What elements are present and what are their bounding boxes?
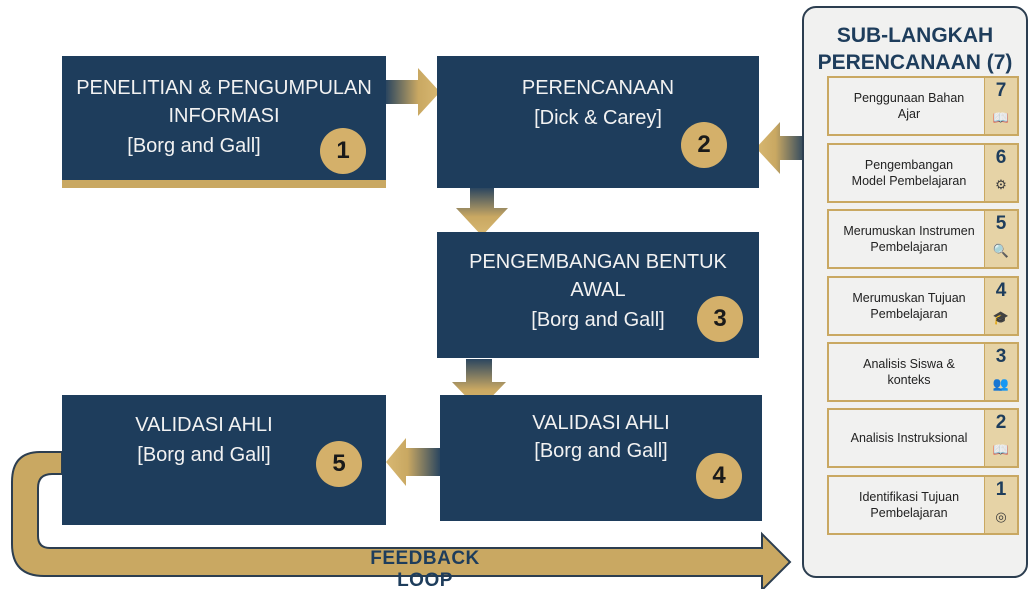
group-icon: 👥: [992, 376, 1010, 391]
box-1-line-1: PENELITIAN & PENGUMPULAN: [76, 77, 372, 99]
book-icon: 📖: [992, 442, 1010, 457]
sub-step-7-number: 7: [995, 80, 1007, 101]
sub-step-6-number: 6: [995, 147, 1007, 168]
step-number-1: 1: [320, 128, 366, 174]
box-5-line-2: [Borg and Gall]: [137, 444, 271, 466]
step-number-4: 4: [696, 453, 742, 499]
feedback-loop-label: FEEDBACK LOOP: [370, 548, 480, 591]
book-icon: 📖: [992, 110, 1010, 125]
arrow-2-to-3: [456, 188, 508, 236]
panel-title-line-1: SUB-LANGKAH: [836, 24, 994, 47]
feedback-loop-path: [11, 451, 792, 589]
sub-step-3-number: 3: [995, 346, 1007, 367]
box-1-underline: [62, 180, 386, 188]
sub-step-1-number: 1: [995, 479, 1007, 500]
box-4-line-1: VALIDASI AHLI: [532, 412, 670, 434]
arrow-3-to-4: [452, 359, 506, 410]
box-1-line-3: [Borg and Gall]: [127, 135, 261, 157]
box-4-line-2: [Borg and Gall]: [534, 440, 668, 462]
step-number-5: 5: [316, 441, 362, 487]
box-5-line-1: VALIDASI AHLI: [135, 414, 273, 436]
arrow-panel-to-2: [756, 122, 805, 174]
step-box-5: VALIDASI AHLI [Borg and Gall] 5: [62, 395, 386, 525]
box-3-line-2: AWAL: [570, 279, 626, 301]
step-box-3: PENGEMBANGAN BENTUK AWAL [Borg and Gall]…: [437, 232, 759, 358]
step-box-2: PERENCANAAN [Dick & Carey] 2: [437, 56, 759, 188]
graduation-cap-icon: 🎓: [992, 310, 1010, 325]
gear-head-icon: ⚙: [995, 177, 1007, 192]
step-box-1: PENELITIAN & PENGUMPULAN INFORMASI [Borg…: [62, 56, 386, 188]
sub-step-3: Analisis Siswa &konteks 3 👥: [827, 342, 1019, 402]
sub-step-2: Analisis Instruksional 2 📖: [827, 408, 1019, 468]
target-icon: ◎: [995, 509, 1007, 524]
step-box-4: VALIDASI AHLI [Borg and Gall] 4: [440, 395, 762, 521]
step-number-3: 3: [697, 296, 743, 342]
sub-step-3-label: Analisis Siswa &konteks: [863, 357, 955, 387]
sub-step-2-number: 2: [995, 412, 1007, 433]
panel-title-line-2: PERENCANAAN (7): [817, 51, 1013, 74]
box-1-line-2: INFORMASI: [168, 105, 280, 127]
arrow-4-to-5: [386, 438, 440, 486]
step-number-2: 2: [681, 122, 727, 168]
arrow-1-to-2: [386, 68, 440, 116]
sub-step-2-label: Analisis Instruksional: [850, 431, 968, 445]
box-3-line-3: [Borg and Gall]: [531, 309, 665, 331]
box-2-line-1: PERENCANAAN: [521, 77, 675, 99]
panel-title: SUB-LANGKAH PERENCANAAN (7): [804, 22, 1026, 76]
sub-step-5-number: 5: [995, 213, 1007, 234]
box-3-line-1: PENGEMBANGAN BENTUK: [469, 251, 727, 273]
box-2-line-2: [Dick & Carey]: [534, 107, 662, 129]
sub-step-4-number: 4: [995, 280, 1007, 301]
document-search-icon: 🔍: [992, 243, 1010, 258]
